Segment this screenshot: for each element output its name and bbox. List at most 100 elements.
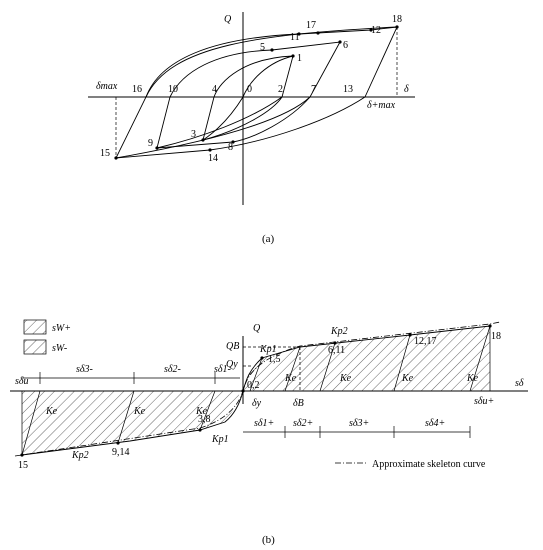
legend-w-neg-swatch bbox=[23, 339, 47, 355]
pt-15 bbox=[20, 453, 24, 457]
label-12: 12 bbox=[371, 25, 381, 36]
s-delta-3-pos: sδ3+ bbox=[349, 418, 369, 429]
label-5: 5 bbox=[260, 42, 265, 53]
point-11 bbox=[297, 32, 301, 36]
ke-label-1: Ke bbox=[284, 373, 297, 384]
s-delta-1-neg: sδ1- bbox=[214, 364, 231, 375]
ke-line-1 bbox=[284, 346, 301, 392]
ke-label-4: Ke bbox=[466, 373, 479, 384]
label-13: 13 bbox=[343, 84, 353, 95]
label-16: 16 bbox=[132, 84, 142, 95]
pt-12-17 bbox=[408, 333, 412, 337]
ke-label-n2: Ke bbox=[133, 406, 146, 417]
label-1: 1 bbox=[297, 53, 302, 64]
ke-line-n3 bbox=[199, 390, 216, 431]
legend-w-pos-label: sW+ bbox=[52, 323, 71, 334]
ke-line-n1 bbox=[21, 390, 41, 456]
pt-18 bbox=[488, 324, 492, 328]
s-delta-2-neg: sδ2- bbox=[164, 364, 181, 375]
caption-a: (a) bbox=[262, 233, 275, 245]
qb-label: QB bbox=[226, 341, 239, 352]
delta-max-pos-label: δ+max bbox=[367, 100, 396, 111]
delta-axis-label: δ bbox=[404, 84, 409, 95]
ke-line-3 bbox=[393, 334, 411, 392]
label-12-17: 12,17 bbox=[414, 336, 437, 347]
label-18: 18 bbox=[392, 14, 402, 25]
ke-label-n1: Ke bbox=[45, 406, 58, 417]
point-18 bbox=[395, 25, 399, 29]
area-w-pos bbox=[243, 326, 490, 391]
s-delta-u-pos: sδu+ bbox=[474, 396, 494, 407]
small-loop-lower bbox=[202, 96, 244, 141]
point-3 bbox=[201, 138, 205, 142]
label-6-11: 6,11 bbox=[328, 345, 345, 356]
small-loop bbox=[202, 55, 294, 141]
point-12 bbox=[369, 28, 373, 32]
label-0: 0 bbox=[247, 84, 252, 95]
ke-label-3: Ke bbox=[401, 373, 414, 384]
s-delta-axis-label: sδ bbox=[515, 378, 524, 389]
s-delta-4-pos: sδ4+ bbox=[425, 418, 445, 429]
area-w-neg bbox=[22, 391, 240, 455]
ke-line-0 bbox=[249, 357, 263, 392]
legend-w-neg-label: sW- bbox=[52, 343, 67, 354]
pt-0-2 bbox=[241, 389, 245, 393]
s-delta-2-pos: sδ2+ bbox=[293, 418, 313, 429]
point-14 bbox=[208, 148, 212, 152]
label-6: 6 bbox=[343, 40, 348, 51]
pt-3-8 bbox=[198, 428, 202, 432]
pt-6-11 bbox=[333, 341, 337, 345]
point-9 bbox=[155, 146, 159, 150]
label-14: 14 bbox=[208, 153, 218, 164]
s-delta-3-neg: sδ3- bbox=[76, 364, 93, 375]
ke-line-n2 bbox=[117, 390, 135, 444]
kp2-label-neg: Kp2 bbox=[71, 450, 89, 461]
kp2-label-pos: Kp2 bbox=[330, 326, 348, 337]
s-delta-u-neg: sδu bbox=[15, 376, 29, 387]
label-7: 7 bbox=[311, 84, 316, 95]
panel-b-skeleton: Q sδ QB Qy δy δB 0,2 1,5 bbox=[10, 319, 528, 546]
label-15: 15 bbox=[100, 148, 110, 159]
delta-max-neg-label: δmax bbox=[96, 81, 118, 92]
point-8 bbox=[231, 140, 235, 144]
delta-b-label: δB bbox=[293, 398, 304, 409]
label-1-5: 1,5 bbox=[268, 354, 281, 365]
ke-line-2 bbox=[319, 342, 336, 392]
ke-label-2: Ke bbox=[339, 373, 352, 384]
kp1-label-pos: Kp1 bbox=[259, 344, 277, 355]
label-15: 15 bbox=[18, 460, 28, 471]
label-11: 11 bbox=[290, 32, 300, 43]
label-3: 3 bbox=[191, 129, 196, 140]
point-17 bbox=[316, 31, 320, 35]
q-axis-label: Q bbox=[224, 14, 232, 25]
label-3-8: 3,8 bbox=[198, 414, 211, 425]
label-10: 10 bbox=[168, 84, 178, 95]
s-delta-1-pos: sδ1+ bbox=[254, 418, 274, 429]
label-2: 2 bbox=[278, 84, 283, 95]
point-6 bbox=[338, 40, 342, 44]
label-17: 17 bbox=[306, 20, 316, 31]
mid-loop-return bbox=[156, 96, 283, 149]
q-axis-label-b: Q bbox=[253, 323, 261, 334]
point-1 bbox=[291, 54, 295, 58]
label-18: 18 bbox=[491, 331, 501, 342]
point-5 bbox=[270, 48, 274, 52]
caption-b: (b) bbox=[262, 534, 275, 546]
qy-label: Qy bbox=[226, 359, 238, 370]
large-loop-upper bbox=[145, 26, 398, 98]
pt-9-14 bbox=[116, 441, 120, 445]
label-9-14: 9,14 bbox=[112, 447, 130, 458]
large-loop bbox=[115, 26, 398, 159]
ke-line-4 bbox=[469, 325, 491, 392]
ke-label-n3: Ke bbox=[195, 406, 208, 417]
label-9: 9 bbox=[148, 138, 153, 149]
panel-a-hysteresis: Q δ δmax δ+max 0 1 2 3 4 bbox=[88, 12, 415, 245]
kp1-label-neg: Kp1 bbox=[211, 434, 229, 445]
large-loop-return bbox=[115, 96, 311, 159]
skeleton-legend-text: Approximate skeleton curve bbox=[372, 459, 486, 470]
delta-y-label: δy bbox=[252, 398, 262, 409]
legend-w-pos-swatch bbox=[23, 319, 47, 335]
pt-1-5 bbox=[260, 356, 264, 360]
label-8: 8 bbox=[228, 142, 233, 153]
